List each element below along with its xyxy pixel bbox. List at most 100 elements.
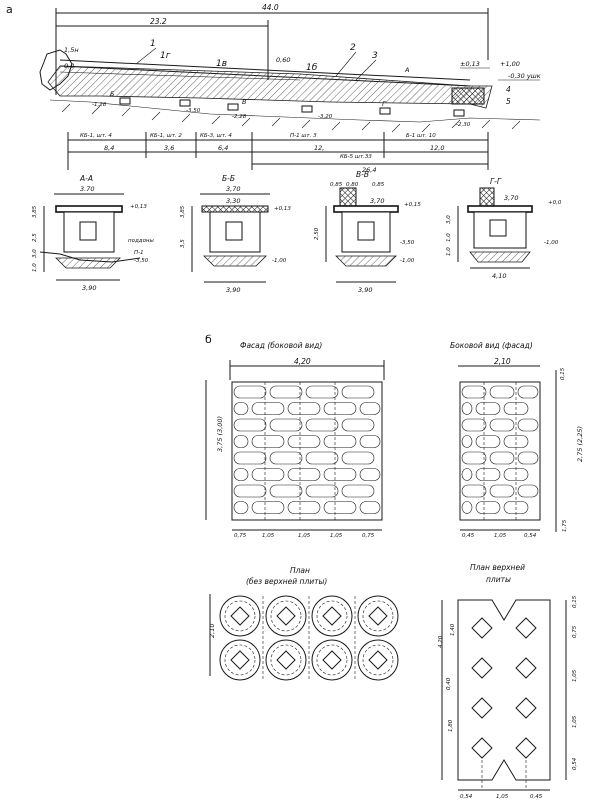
facade-bottom-2: 1,05 xyxy=(262,533,275,539)
label-kb1-2: КБ-1, шт. 2 xyxy=(150,133,182,139)
section-elev-1: +0,13 xyxy=(274,206,291,212)
facade-brick xyxy=(287,435,321,448)
plate-opening xyxy=(471,617,493,639)
label-kb1-4: КБ-1, шт. 4 xyxy=(80,133,112,139)
section-top-3: 0,85 xyxy=(372,182,385,188)
side-brick xyxy=(489,385,515,399)
mark-1b: 1б xyxy=(306,63,318,73)
section-width: 3.70 xyxy=(80,185,94,193)
callout-3: -3,20 xyxy=(318,114,333,120)
plan-ring xyxy=(265,639,307,681)
plan-ring xyxy=(219,639,261,681)
section-v-v: В-В 0,85 0,80 0,85 3,70 3,90 +0,15 -3,50… xyxy=(314,170,421,294)
side-brick xyxy=(461,501,473,514)
side-brick xyxy=(517,385,539,399)
facade-brick xyxy=(341,484,375,498)
facade-brick xyxy=(359,402,381,415)
section-width: 3,70 xyxy=(226,185,240,193)
section-width: 3,70 xyxy=(504,194,518,202)
side-bottom-2: 1,05 xyxy=(494,533,507,539)
mark-1v: 1в xyxy=(216,59,227,69)
side-right-3: 1,75 xyxy=(562,519,568,532)
section-inner: 3,30 xyxy=(226,197,240,205)
side-right-2: 2,75 (2,25) xyxy=(576,426,584,462)
side-brick xyxy=(461,484,487,498)
mark-3: 3 xyxy=(372,51,378,61)
plate-opening xyxy=(515,617,537,639)
facade-brick xyxy=(359,501,381,514)
side-brick xyxy=(461,402,473,415)
facade-brick xyxy=(323,468,357,481)
plate-right-3: 1,05 xyxy=(572,669,578,682)
plate-right-1: 0,15 xyxy=(572,595,578,608)
side-brick xyxy=(461,385,487,399)
facade-brick xyxy=(269,484,303,498)
section-title: А-А xyxy=(79,174,93,183)
side-bottom-3: 0,54 xyxy=(524,533,537,539)
plan-side: 2,10 xyxy=(208,624,216,638)
facade-brick xyxy=(305,451,339,465)
plan-ring xyxy=(265,595,307,637)
plan-opening xyxy=(276,606,296,626)
plan-subtitle: (без верхней плиты) xyxy=(246,577,327,586)
section-base: 3,90 xyxy=(358,286,372,294)
section-top-2: 0,80 xyxy=(346,182,359,188)
facade-bottom-4: 1,05 xyxy=(330,533,343,539)
plate-left-4: 1,80 xyxy=(448,719,454,732)
facade-brick xyxy=(305,484,339,498)
plan-ring xyxy=(311,595,353,637)
facade-bottom-5: 0,75 xyxy=(362,533,375,539)
elev-4: ±0,13 xyxy=(460,60,480,68)
side-brick xyxy=(489,451,515,465)
facade-brick xyxy=(251,402,285,415)
plan-opening xyxy=(368,650,388,670)
longitudinal-profile: 44.0 23.2 xyxy=(39,3,541,174)
plan-opening xyxy=(230,606,250,626)
end-block xyxy=(451,87,485,105)
plate-openings xyxy=(471,617,537,790)
plate-opening xyxy=(515,737,537,759)
facade-brick xyxy=(269,385,303,399)
section-mark-v: В xyxy=(242,98,247,106)
section-side-4: 1,0 xyxy=(32,263,38,272)
plate-left-3: 0,40 xyxy=(446,677,452,690)
dim-upper: 23.2 xyxy=(150,17,167,26)
plan-opening xyxy=(368,606,388,626)
section-side-2: 3,5 xyxy=(180,239,186,248)
side-brick xyxy=(475,501,501,514)
section-note-1: поддоны xyxy=(128,238,155,244)
dim-seg-1: 8,4 xyxy=(104,144,114,152)
side-bottom-1: 0,45 xyxy=(462,533,475,539)
plate-bottom-3: 0,45 xyxy=(530,794,543,800)
facade-brick xyxy=(305,418,339,432)
facade-brick-grid xyxy=(233,382,381,520)
plan-opening xyxy=(322,606,342,626)
plate-right-5: 0,54 xyxy=(572,757,578,770)
facade-brick xyxy=(251,468,285,481)
section-title: Б-Б xyxy=(222,174,235,183)
section-elev-2: -1,00 xyxy=(544,240,559,246)
section-note-2: П-1 xyxy=(134,250,144,256)
section-b-b: Б-Б 3,70 3,30 3,90 +0,13 -1,00 3,85 3,5 xyxy=(180,174,291,294)
section-width: 3,70 xyxy=(370,197,384,205)
section-elev: +0,13 xyxy=(130,204,147,210)
section-side-2: 1,0 xyxy=(446,233,452,242)
section-base: 4,10 xyxy=(492,272,506,280)
side-brick xyxy=(461,451,487,465)
facade-brick xyxy=(305,385,339,399)
embankment-body xyxy=(47,65,493,109)
mark-1g: 1г xyxy=(160,51,171,61)
panel-label-a: а xyxy=(6,3,13,16)
section-side-1: 3,85 xyxy=(180,205,186,218)
section-base: 3,90 xyxy=(82,284,96,292)
plan-rings xyxy=(219,595,399,681)
plan-opening xyxy=(322,650,342,670)
facade-brick xyxy=(251,501,285,514)
plan-view: План (без верхней плиты) 2,10 xyxy=(208,566,399,681)
facade-brick xyxy=(251,435,285,448)
facade-brick xyxy=(233,484,267,498)
mark-1: 1 xyxy=(150,39,156,49)
panel-a: а 44.0 23.2 xyxy=(6,3,562,294)
callout-5: -2,30 xyxy=(456,122,471,128)
